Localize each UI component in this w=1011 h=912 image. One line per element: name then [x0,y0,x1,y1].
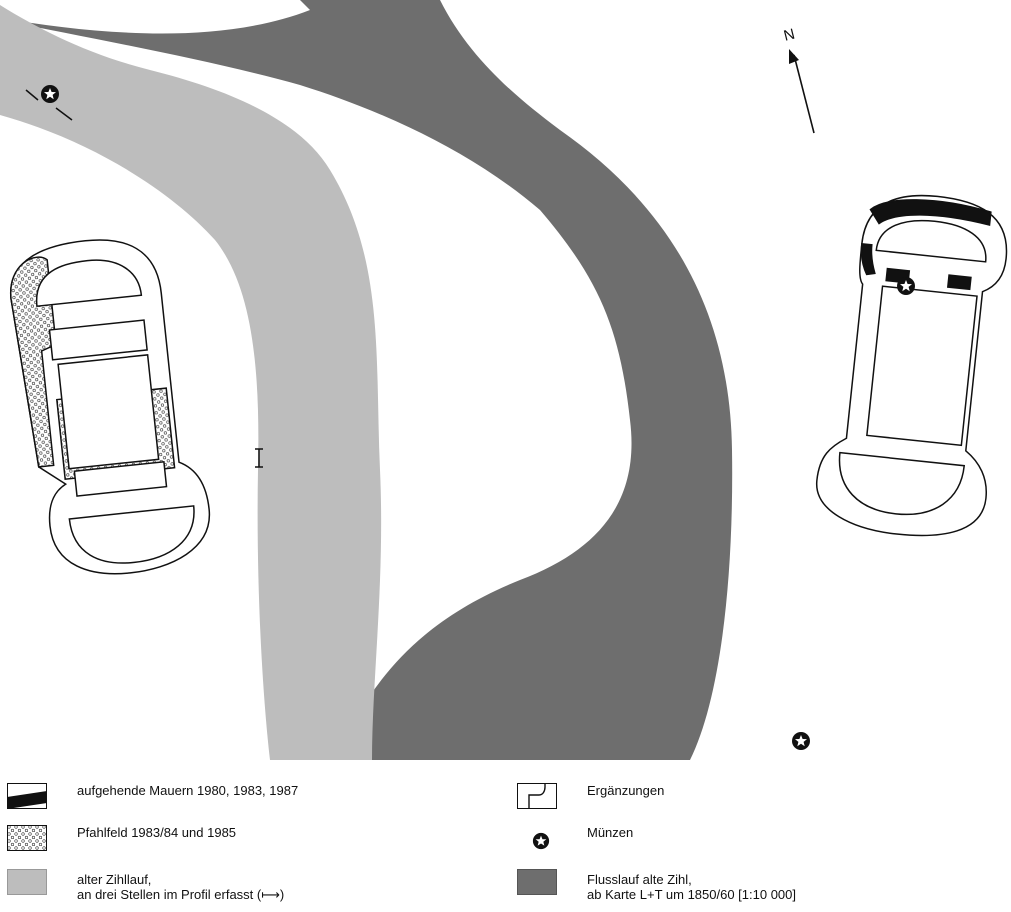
old-river-band [0,5,382,760]
profile-marker [255,448,263,468]
coin-icon [792,732,810,750]
black-wall-swatch [7,783,47,809]
legend-item-additions: Ergänzungen [517,783,664,809]
east-tower [816,194,1008,537]
star-circle-icon [532,832,550,850]
light-grey-swatch [7,869,47,895]
legend-item-coins: Münzen [517,825,633,851]
profile-marker-top [25,89,73,121]
north-label: N [782,26,797,45]
legend-label: Pfahlfeld 1983/84 und 1985 [77,825,237,840]
legend-label: an drei Stellen im Profil erfasst (⟼) [77,887,285,902]
legend-item-walls: aufgehende Mauern 1980, 1983, 1987 [7,783,298,809]
outline-swatch [517,783,557,809]
legend-label: Münzen [587,825,634,840]
legend-item-piles: Pfahlfeld 1983/84 und 1985 [7,825,236,851]
legend-label: aufgehende Mauern 1980, 1983, 1987 [77,783,299,798]
dark-grey-swatch [517,869,557,895]
north-arrow: N [782,26,815,134]
river-1850-band [0,0,733,760]
legend-item-old-river: alter Zihllauf, an drei Stellen im Profi… [7,869,284,902]
coin-icon [41,85,59,103]
site-map: N [0,0,1008,760]
legend-item-river-1850: Flusslauf alte Zihl, ab Karte L+T um 185… [517,869,796,902]
legend-label: Flusslauf alte Zihl, [587,872,692,887]
legend-label: Ergänzungen [587,783,665,798]
dotted-swatch [7,825,47,851]
legend-label: ab Karte L+T um 1850/60 [1:10 000] [587,887,796,902]
west-tower [10,239,210,575]
legend-label: alter Zihllauf, [77,872,152,887]
coin-icon [897,277,915,295]
